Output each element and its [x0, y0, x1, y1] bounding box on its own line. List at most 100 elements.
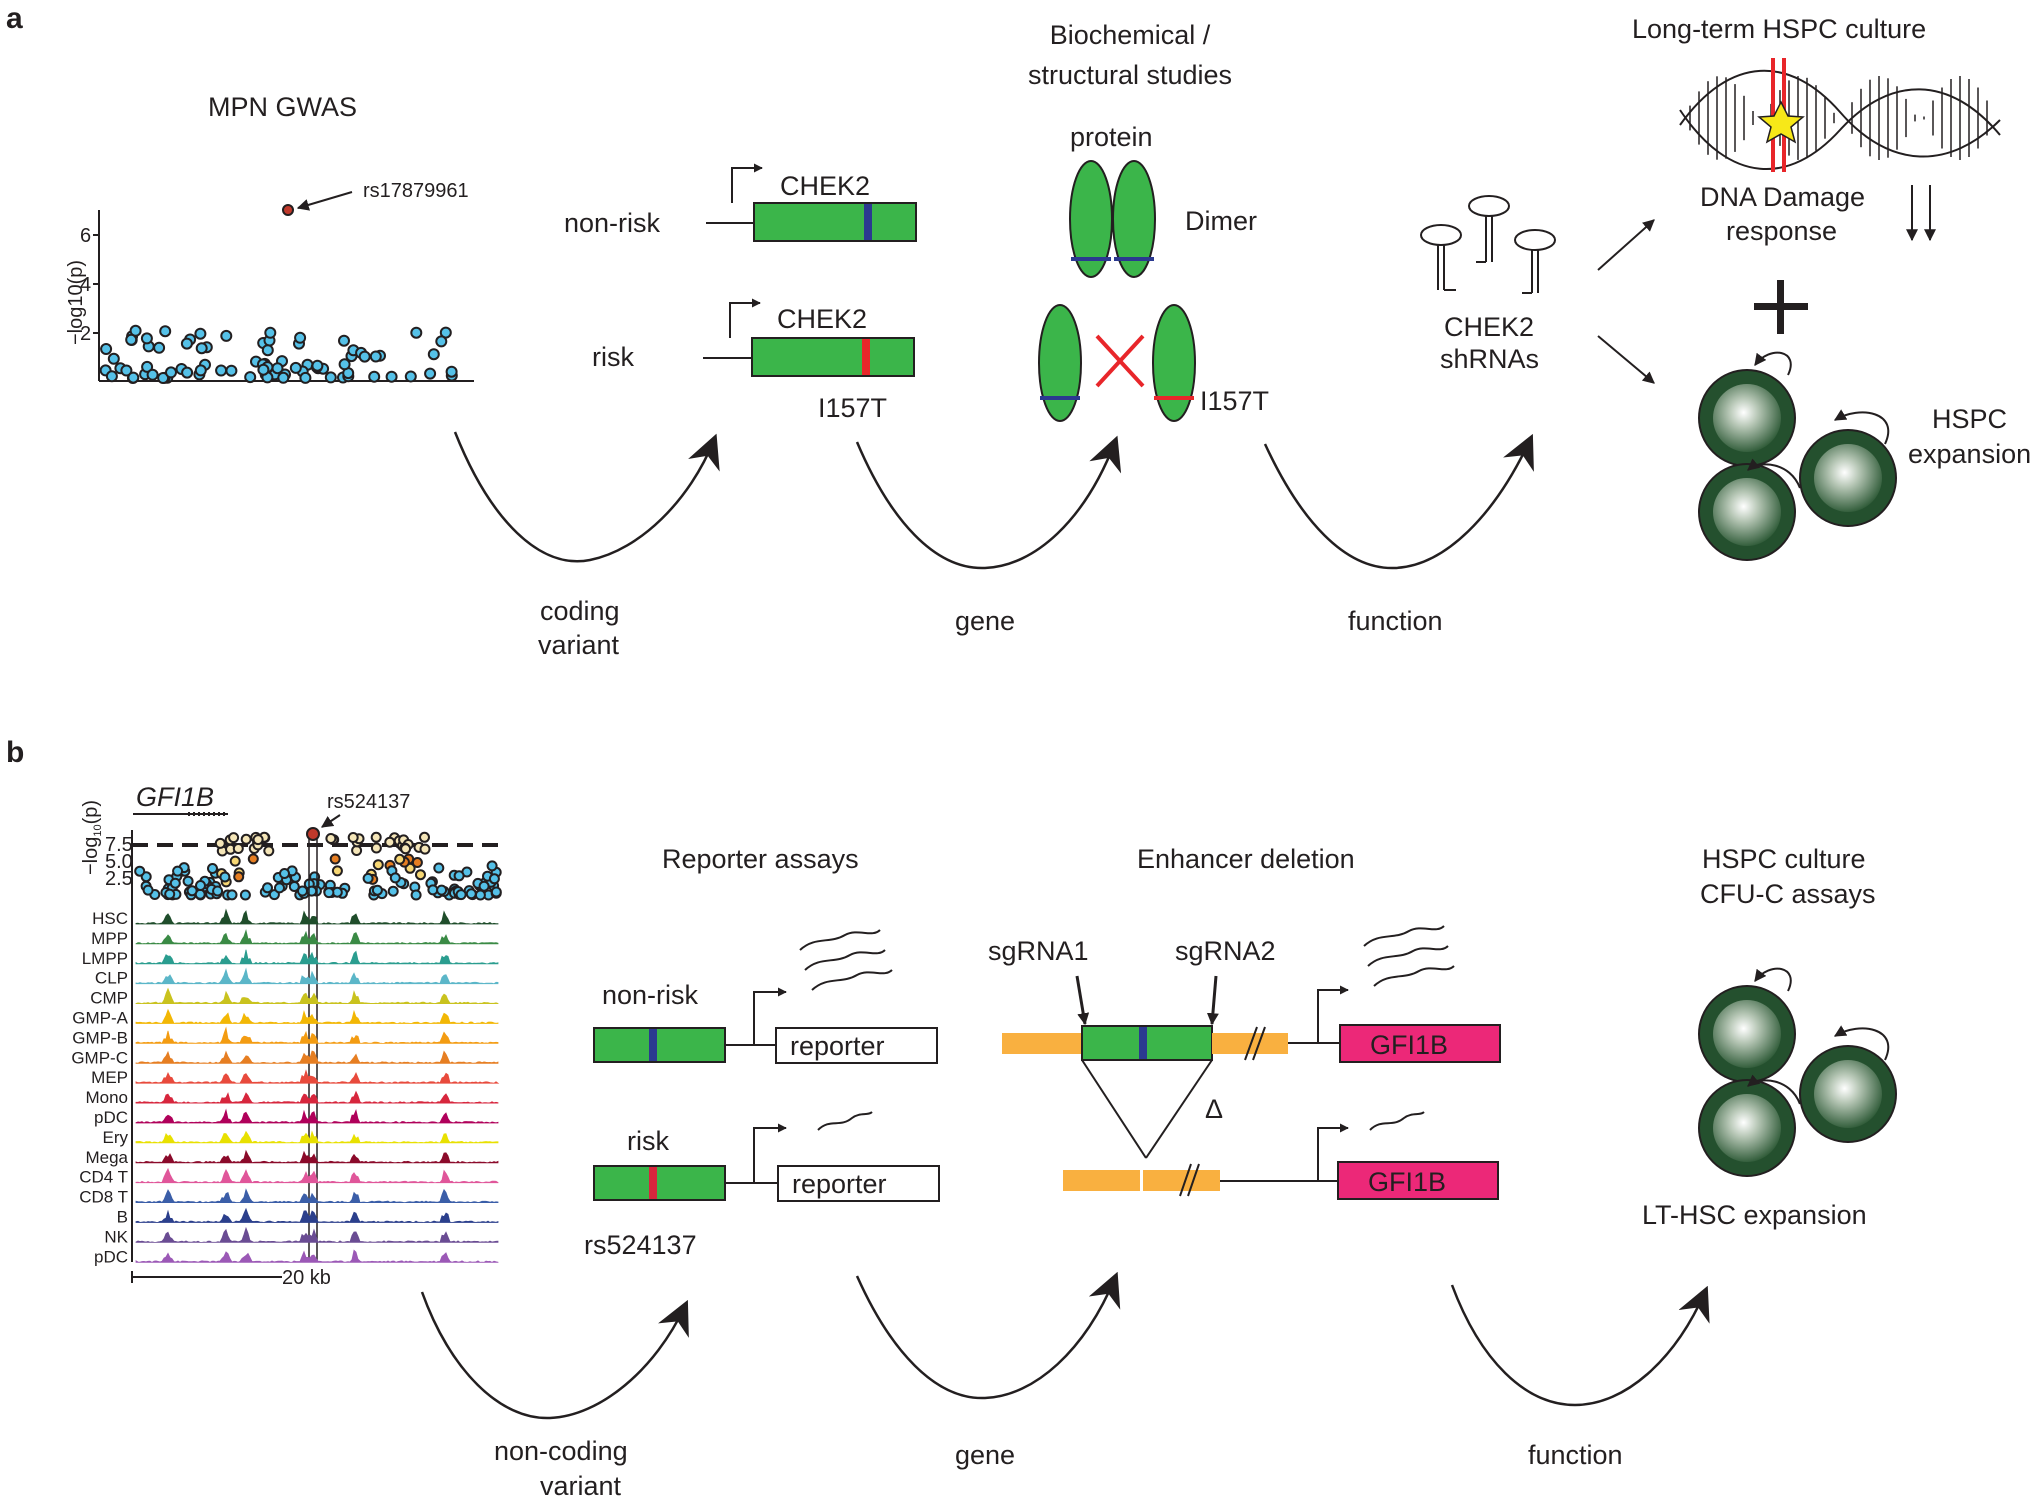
gwas-snp-point	[271, 362, 284, 375]
gwas-ytick-6: 6	[80, 225, 91, 247]
enhancer-deletion: Enhancer deletion sgRNA1 sgRNA2 GFI1B Δ …	[988, 844, 1501, 1200]
noncoding-label-line1: non-coding	[494, 1436, 628, 1466]
function-arrow-label-a: function	[1348, 606, 1443, 636]
gwas-snp-point	[225, 364, 238, 377]
track-label: MEP	[91, 1068, 128, 1087]
gwas-snp-point	[277, 371, 290, 384]
track-signal	[135, 1026, 499, 1045]
gwas-snp-point	[141, 360, 154, 373]
locus-snp-point	[415, 869, 426, 881]
locus-snp-point	[478, 880, 490, 892]
track-signal	[135, 1149, 499, 1164]
function-arrow-label-b: function	[1528, 1440, 1623, 1470]
gwas-snp-point	[195, 342, 208, 355]
hspc-expansion-line1: HSPC	[1932, 404, 2007, 434]
ddr-label-line2: response	[1726, 216, 1837, 246]
track-label: CD8 T	[79, 1188, 128, 1207]
gwas-snp-point	[157, 372, 170, 384]
locus-snp-point	[325, 833, 337, 844]
gene-arrow-label-b: gene	[955, 1440, 1015, 1470]
gwas-snp-point	[120, 364, 133, 377]
locus-ylabel-suffix: (p)	[80, 800, 102, 824]
locus-snp-point	[453, 870, 465, 882]
gwas-snp-point	[159, 325, 172, 338]
track-signal	[135, 967, 499, 985]
gwas-snp-point	[368, 370, 381, 383]
reporter-assays: Reporter assays non-risk reporter risk r…	[584, 844, 940, 1260]
hspc-cells-b	[1698, 967, 1897, 1177]
locus-snp-point	[347, 832, 359, 843]
outcome-a: Long-term HSPC culture DNA Damage respon…	[1632, 14, 2031, 561]
coding-variant-label-line1: coding	[540, 596, 620, 626]
track-label: Ery	[103, 1128, 129, 1147]
locus-snp-point	[169, 877, 181, 889]
gwas-snp-point	[261, 344, 274, 357]
biochem-variant-label: I157T	[1200, 386, 1269, 416]
reporter-nonrisk-label: non-risk	[602, 980, 699, 1010]
track-signal	[135, 1108, 499, 1124]
track-signal	[135, 928, 499, 945]
noncoding-label-line2: variant	[540, 1471, 622, 1501]
locus-snp-point	[371, 884, 383, 896]
arrow-a-gene-to-biochem	[855, 435, 1122, 570]
track-signal	[135, 1207, 499, 1223]
panel-b-label: b	[6, 736, 24, 769]
svg-text:−log10(p): −log10(p)	[80, 800, 104, 875]
locus-snp-point	[207, 863, 218, 874]
locus-snp-points	[134, 831, 502, 901]
gwas-snp-point	[311, 359, 324, 372]
track-label: pDC	[94, 1108, 128, 1127]
track-label: Mega	[85, 1148, 128, 1167]
gwas-snp-points	[99, 324, 458, 384]
scale-bar-label: 20 kb	[282, 1267, 331, 1289]
locus-snp-point	[219, 871, 231, 883]
locus-snp-point	[214, 837, 226, 849]
locus-snp-point	[228, 832, 240, 844]
gwas-snp-point	[194, 327, 207, 340]
gwas-snp-point	[194, 364, 207, 377]
sgrna2-label: sgRNA2	[1175, 936, 1276, 966]
locus-snp-point	[488, 873, 500, 885]
locus-snp-point	[323, 887, 335, 899]
locus-snp-point	[262, 882, 273, 894]
gwas-snp-point	[264, 326, 277, 339]
track-signal	[135, 1167, 499, 1184]
track-label: B	[117, 1208, 128, 1227]
gwas-snp-point	[107, 352, 120, 365]
ddr-label-line1: DNA Damage	[1700, 182, 1865, 212]
locus-snp-point	[195, 880, 206, 891]
locus-snp-point	[400, 843, 412, 855]
locus-snp-point	[229, 855, 241, 867]
gwas-title: MPN GWAS	[208, 92, 357, 122]
arrow-a-variant-to-gene	[453, 431, 720, 563]
locus-snp-point	[134, 865, 146, 877]
locus-ylabel: −log10(p)	[80, 800, 104, 875]
locus-snp-point	[226, 889, 238, 901]
gwas-snp-point	[153, 341, 166, 354]
chek2-risk-gene-name: CHEK2	[777, 304, 867, 334]
reporter-label-nonrisk: reporter	[790, 1031, 885, 1061]
locus-snp-point	[465, 888, 477, 900]
track-signal	[135, 1188, 499, 1204]
gwas-snp-point	[299, 371, 312, 384]
locus-snp-point	[410, 889, 422, 901]
track-label: CMP	[90, 989, 128, 1008]
arrow-b-deletion-to-function	[1450, 1284, 1710, 1407]
lt-hsc-expansion-label: LT-HSC expansion	[1642, 1200, 1867, 1230]
locus-snp-point	[252, 834, 264, 846]
track-label: Mono	[85, 1088, 128, 1107]
locus-snp-point	[233, 871, 245, 883]
long-term-culture-title: Long-term HSPC culture	[1632, 14, 1926, 44]
shrna-label-line2: shRNAs	[1440, 344, 1539, 374]
gwas-snp-point	[324, 371, 337, 384]
locus-snp-point	[389, 872, 401, 884]
reporter-label-risk: reporter	[792, 1169, 887, 1199]
locus-snp-point	[239, 889, 251, 901]
locus-snp-point	[172, 865, 184, 877]
biochem-title-line1: Biochemical /	[1050, 20, 1211, 50]
biochem-title-line2: structural studies	[1028, 60, 1232, 90]
track-signal	[135, 1069, 500, 1084]
locus-snp-point	[384, 836, 396, 848]
gwas-snp-point	[410, 326, 423, 339]
